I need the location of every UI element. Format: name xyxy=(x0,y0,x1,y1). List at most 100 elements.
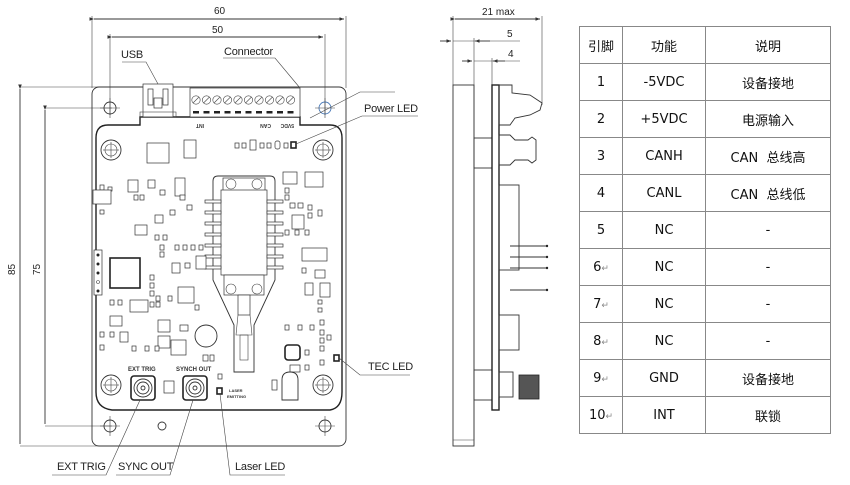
sync-out-sma-connector xyxy=(182,375,208,401)
smd-component xyxy=(171,262,181,274)
pin-header xyxy=(93,249,103,296)
dim-50-label: 50 xyxy=(212,25,224,36)
terminal-pin xyxy=(235,111,241,114)
smd-component xyxy=(179,194,186,201)
callout-connector-label: Connector xyxy=(224,46,273,58)
callout-usb: USB xyxy=(121,49,159,85)
pin-function: CANL xyxy=(622,174,706,212)
terminal-screw-icon xyxy=(285,95,295,105)
header-pin: 引脚 xyxy=(579,26,623,64)
pin-function: INT xyxy=(622,396,706,434)
pin-description: 设备接地 xyxy=(705,63,831,101)
screw-icon xyxy=(100,139,122,161)
smd-component xyxy=(129,299,149,313)
dim-85-label: 85 xyxy=(7,263,18,275)
pin-description: - xyxy=(705,248,831,286)
pin-number: 7 xyxy=(593,296,602,312)
smd-component xyxy=(284,194,290,201)
mcu-chip xyxy=(109,257,141,289)
side-sma-thread xyxy=(518,374,540,400)
smd-component xyxy=(149,290,155,297)
smd-component xyxy=(155,295,161,302)
smd-component xyxy=(174,244,180,251)
laser-diode-package xyxy=(204,175,284,373)
silk-laser: LASER xyxy=(229,388,243,393)
ext-trig-sma-connector xyxy=(130,375,156,401)
table-row: 7↵NC- xyxy=(579,285,831,323)
header-description: 说明 xyxy=(705,26,831,64)
mount-hole-icon xyxy=(315,98,335,118)
pin-function: NC xyxy=(622,285,706,323)
front-view: 60 50 85 75 xyxy=(7,6,418,476)
pin-function: GND xyxy=(622,359,706,397)
dim-75-label: 75 xyxy=(32,263,43,275)
header-function: 功能 xyxy=(622,26,706,64)
smd-component xyxy=(326,334,332,341)
pcb-screws xyxy=(100,139,334,396)
component xyxy=(163,380,175,394)
return-mark-icon: ↵ xyxy=(601,337,609,348)
callout-sync-out: SYNC OUT xyxy=(116,399,194,476)
package-lead xyxy=(204,232,222,237)
silk-synch-out: SYNCH OUT xyxy=(176,367,212,373)
smd-component xyxy=(301,267,307,274)
smd-component xyxy=(271,379,278,391)
pin-number: 4 xyxy=(596,185,606,201)
pin-description: - xyxy=(705,285,831,323)
silk-emitting: EMITTING xyxy=(227,394,246,399)
smd-component xyxy=(167,295,173,302)
package-lead xyxy=(266,254,284,259)
plate-small-hole xyxy=(157,421,167,431)
terminal-screw-icon xyxy=(233,95,243,105)
laser-led xyxy=(216,387,223,395)
smd-component xyxy=(182,244,188,251)
smd-component xyxy=(186,204,193,211)
callout-power-led: Power LED xyxy=(295,103,418,145)
pin-description: 设备接地 xyxy=(705,359,831,397)
smd-component xyxy=(304,229,310,236)
terminal-screw-icon xyxy=(202,95,212,105)
terminal-screw-icon xyxy=(275,95,285,105)
screw-icon xyxy=(100,374,122,396)
terminal-pin xyxy=(193,111,199,114)
dim-4-label: 4 xyxy=(508,49,514,60)
tec-led xyxy=(333,354,340,362)
dim-60-label: 60 xyxy=(214,6,226,17)
smd-component xyxy=(297,324,303,331)
pcb-outline xyxy=(95,116,343,411)
pcb-components xyxy=(99,171,332,391)
terminal-pin xyxy=(224,111,231,114)
terminal-screw-icon xyxy=(254,95,264,105)
pin-number: 8 xyxy=(593,333,602,349)
dim-21max-label: 21 max xyxy=(482,7,515,18)
smd-component xyxy=(131,345,137,352)
smd-component xyxy=(147,179,156,189)
smd-component xyxy=(291,214,305,230)
mount-hole-icon xyxy=(315,416,335,436)
smd-component xyxy=(139,194,145,201)
table-header-row: 引脚 功能 说明 xyxy=(579,26,831,64)
pin-number: 6 xyxy=(593,259,602,275)
dimension-depth-5: 5 xyxy=(440,29,520,440)
callout-tec-led-label: TEC LED xyxy=(368,361,413,373)
smd-component xyxy=(195,255,207,270)
spacer xyxy=(473,369,493,401)
callout-ext-trig-label: EXT TRIG xyxy=(57,461,106,473)
smd-component xyxy=(134,224,148,236)
power-led xyxy=(290,141,297,149)
mechanical-drawing: 60 50 85 75 xyxy=(7,6,549,476)
dimension-width-outer: 60 xyxy=(89,6,347,88)
smd-component xyxy=(304,282,314,296)
side-component xyxy=(498,314,520,351)
table-row: 8↵NC- xyxy=(579,322,831,360)
pin-number: 9 xyxy=(593,370,602,386)
smd-component xyxy=(155,301,161,308)
package-lead xyxy=(204,210,222,215)
pin-description: 电源输入 xyxy=(705,100,831,138)
smd-component xyxy=(174,177,186,197)
smd-component xyxy=(202,354,209,362)
screw-icon xyxy=(312,139,334,161)
pin-number-cell: 8↵ xyxy=(579,322,623,360)
